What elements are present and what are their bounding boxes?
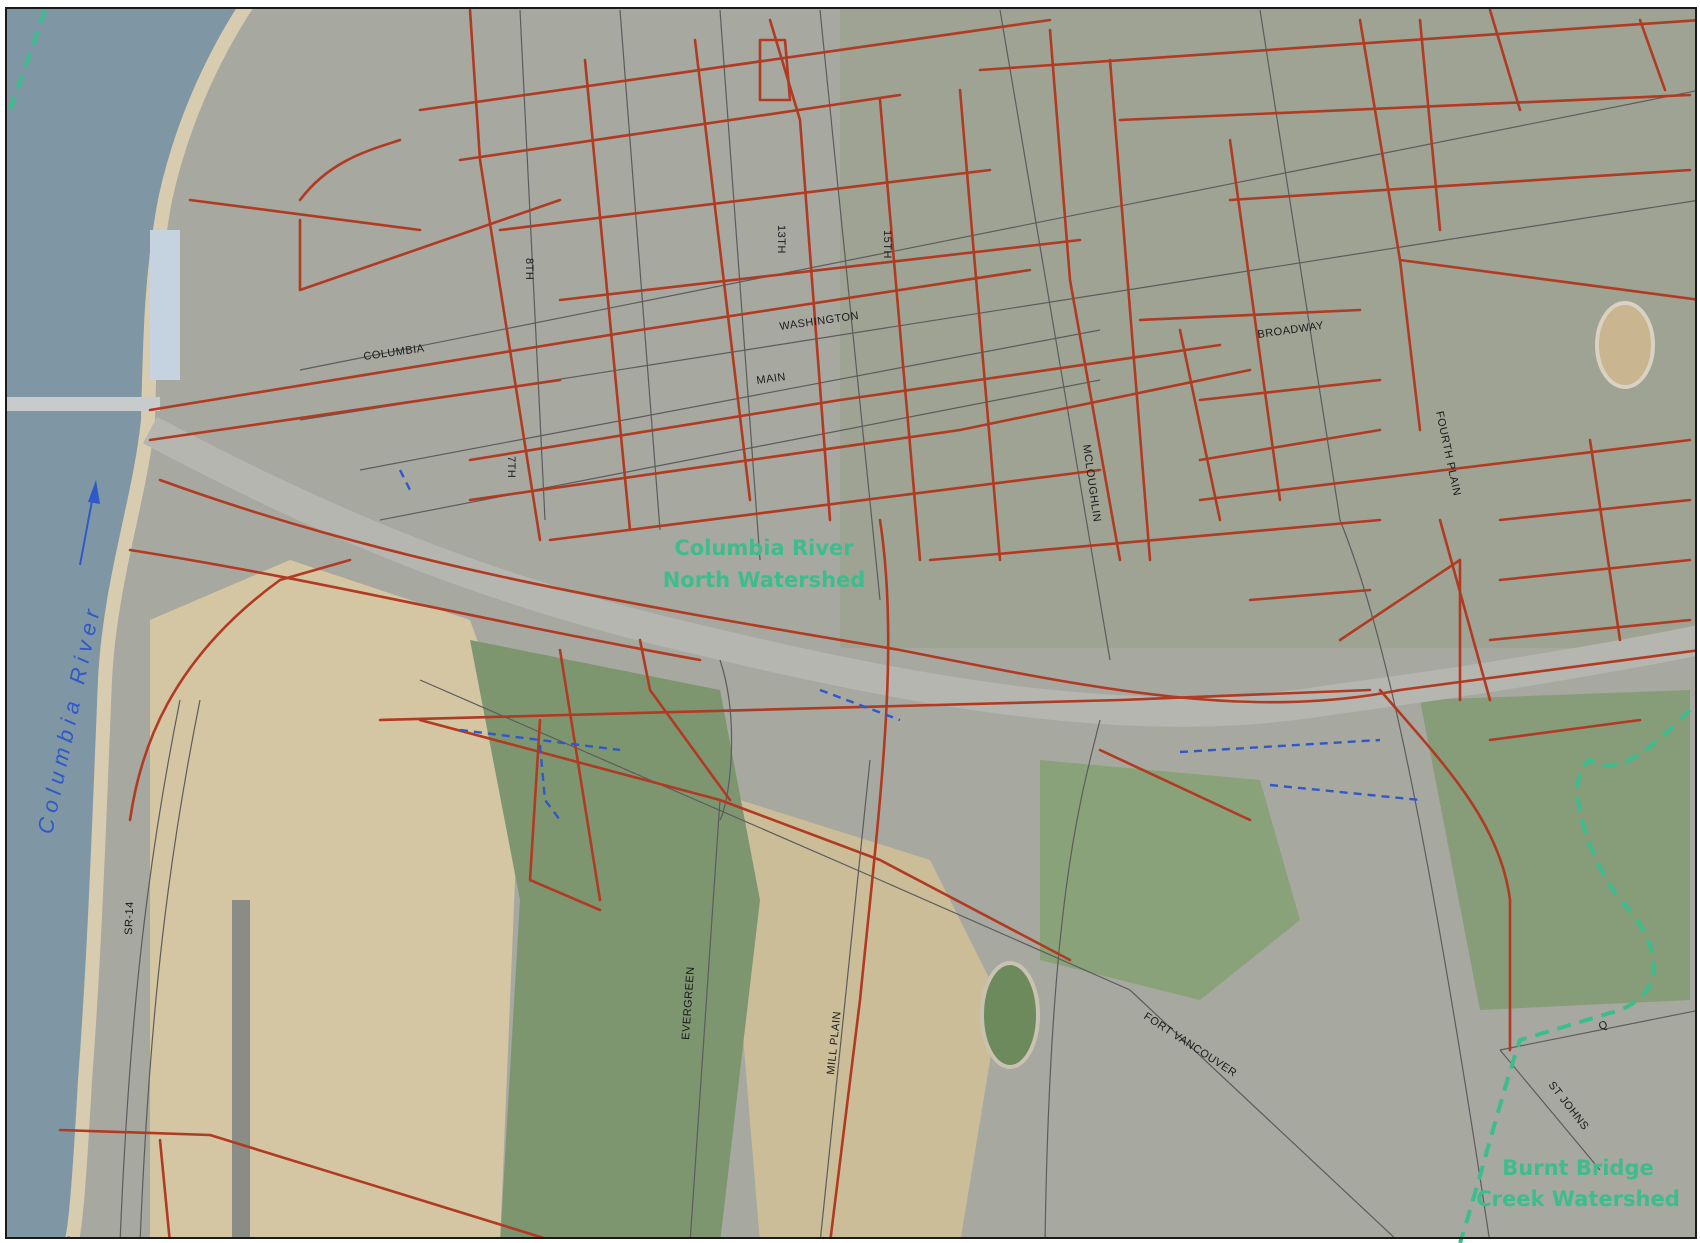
interstate-bridge	[6, 397, 160, 411]
runway	[232, 900, 250, 1238]
pier	[150, 230, 180, 380]
burnt-bridge-label-line2: Creek Watershed	[1476, 1187, 1679, 1211]
north-watershed-label-line2: North Watershed	[663, 568, 866, 592]
street-label-13th: 13TH	[775, 225, 787, 254]
ditches	[398, 469, 1421, 821]
vegetation-area-east	[1040, 760, 1300, 1000]
flow-arrow-icon	[79, 480, 100, 566]
north-watershed-label-line1: Columbia River	[674, 536, 854, 560]
vegetation-area-far-east	[1420, 690, 1690, 1010]
storm-pipes	[58, 8, 1696, 1238]
street-label-sr14: SR-14	[123, 901, 136, 935]
airfield-open-field	[150, 560, 520, 1238]
columbia-river	[6, 8, 245, 1238]
map-frame	[5, 7, 1697, 1239]
street-label-8th: 8TH	[523, 258, 535, 280]
park-field	[740, 800, 1000, 1238]
street-label-15th: 15TH	[881, 230, 893, 259]
street-label-q: Q	[1597, 1019, 1609, 1033]
street-label-evergreen: EVERGREEN	[680, 966, 697, 1040]
running-track	[980, 961, 1040, 1069]
watershed-boundary	[8, 9, 1692, 1243]
running-track-ne	[1595, 301, 1655, 389]
vegetation-area	[470, 640, 760, 1238]
shoreline	[64, 8, 254, 1238]
street-label-7th: 7TH	[505, 456, 517, 478]
street-label-main: MAIN	[756, 371, 787, 387]
burnt-bridge-label-line1: Burnt Bridge	[1502, 1156, 1653, 1180]
